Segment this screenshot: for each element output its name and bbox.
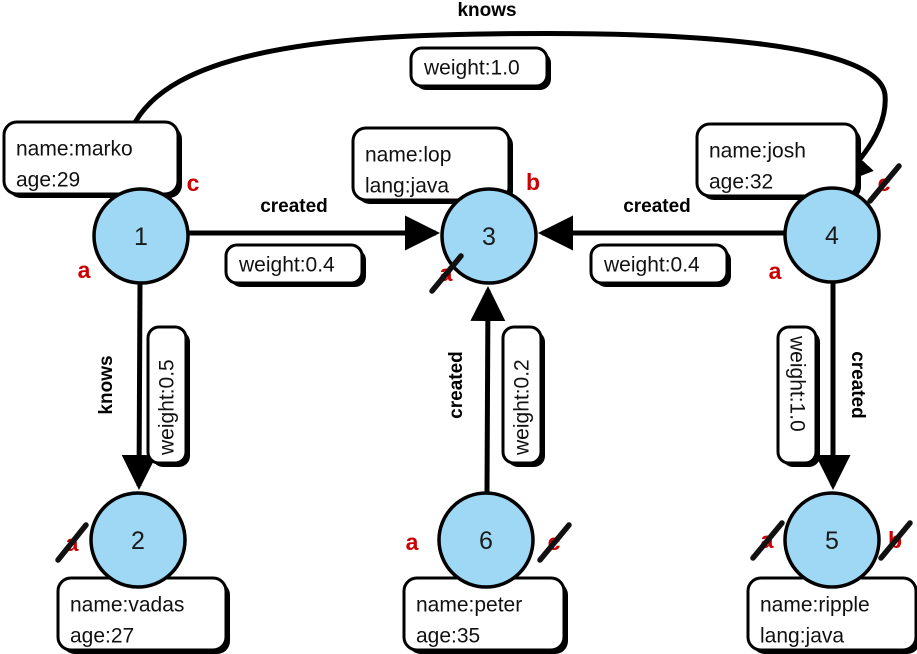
node-property-layer: name:marko age:29 name:lop lang:java nam… (2, 120, 917, 654)
prop-node-1-line-1: name:marko (16, 138, 133, 161)
node-5[interactable]: 5 (783, 491, 881, 589)
marker-node-2-a-struck[interactable]: a (55, 522, 89, 563)
node-2-circle (89, 491, 187, 589)
weight-label-created-6-3: weight:0.2 (511, 359, 534, 456)
edge-type-knows-1-2: knows (96, 355, 117, 414)
prop-node-5-line-2: lang:java (760, 625, 844, 648)
node-6[interactable]: 6 (437, 491, 535, 589)
node-5-circle (783, 491, 881, 589)
node-6-circle (437, 491, 535, 589)
prop-box-node-5[interactable]: name:ripple lang:java (746, 576, 917, 654)
edge-path-knows-1-4 (121, 31, 888, 191)
marker-node-1-c[interactable]: c (186, 169, 201, 197)
weight-label-created-1-3: weight:0.4 (238, 254, 335, 277)
edge-type-created-4-5: created (847, 351, 868, 419)
edge-1-to-4-knows[interactable] (121, 31, 888, 191)
weight-box-created-1-3[interactable]: weight:0.4 (224, 243, 366, 287)
marker-node-3-b[interactable]: b (525, 168, 541, 196)
prop-node-2-line-1: name:vadas (70, 594, 184, 617)
edge-layer (121, 31, 888, 493)
annotation-marker-layer: c a a b a c a (55, 163, 913, 563)
prop-node-6-line-2: age:35 (416, 625, 480, 648)
strikethrough-icon (55, 522, 89, 563)
prop-node-4-line-1: name:josh (709, 140, 806, 163)
prop-box-node-2[interactable]: name:vadas age:27 (56, 576, 230, 654)
strikethrough-icon (537, 522, 572, 563)
marker-letter-a: a (406, 529, 419, 555)
node-1[interactable]: 1 (92, 187, 190, 285)
strikethrough-icon (867, 163, 902, 204)
marker-node-4-a[interactable]: a (768, 257, 783, 285)
weight-label-knows-1-2: weight:0.5 (156, 359, 179, 456)
marker-node-3-a-struck[interactable]: a (429, 253, 464, 294)
prop-node-5-line-1: name:ripple (760, 594, 870, 617)
edge-6-to-3-created[interactable] (470, 286, 506, 493)
edge-type-label-layer: knows created created knows created crea… (94, 0, 870, 421)
node-3-circle (440, 187, 538, 285)
weight-box-created-4-3[interactable]: weight:0.4 (589, 243, 731, 287)
strikethrough-icon (750, 520, 785, 561)
weight-label-knows-1-4: weight:1.0 (423, 57, 520, 80)
prop-node-6-line-1: name:peter (416, 594, 522, 617)
node-5-label: 5 (825, 527, 839, 555)
edge-type-knows-1-4: knows (457, 0, 516, 21)
strikethrough-icon (429, 253, 464, 294)
edge-type-created-6-3: created (446, 351, 467, 419)
node-6-label: 6 (479, 527, 493, 555)
weight-label-created-4-3: weight:0.4 (603, 254, 700, 277)
node-3-label: 3 (482, 223, 496, 251)
marker-node-1-a[interactable]: a (77, 256, 92, 284)
marker-letter-a: a (769, 258, 782, 284)
weight-box-created-4-5[interactable]: weight:1.0 (776, 325, 820, 467)
weight-box-knows-1-4[interactable]: weight:1.0 (409, 46, 551, 90)
prop-box-node-4[interactable]: name:josh age:32 (695, 122, 861, 200)
marker-letter-c: c (187, 170, 200, 196)
marker-node-5-b-struck[interactable]: b (878, 520, 913, 561)
weight-label-created-4-5: weight:1.0 (786, 335, 809, 432)
prop-node-1-line-2: age:29 (16, 169, 80, 192)
prop-box-node-1[interactable]: name:marko age:29 (2, 120, 182, 198)
edge-1-to-2-knows[interactable] (121, 282, 157, 490)
weight-box-created-6-3[interactable]: weight:0.2 (501, 325, 545, 467)
node-1-label: 1 (134, 223, 148, 251)
edge-path-knows-1-2 (121, 282, 157, 490)
marker-letter-a: a (78, 257, 91, 283)
node-layer: 1 2 3 4 5 6 (89, 186, 881, 589)
marker-node-5-a-struck[interactable]: a (750, 520, 785, 561)
prop-node-2-line-2: age:27 (70, 625, 134, 648)
node-4-label: 4 (825, 222, 839, 250)
prop-node-4-line-2: age:32 (709, 171, 773, 194)
edge-weight-layer: weight:1.0 weight:0.4 weight:0.4 weight:… (146, 46, 820, 467)
weight-box-knows-1-2[interactable]: weight:0.5 (146, 325, 190, 467)
marker-letter-b: b (526, 169, 540, 195)
edge-path-created-6-3 (470, 286, 506, 493)
marker-node-6-a[interactable]: a (405, 528, 420, 556)
prop-box-node-3[interactable]: name:lop lang:java (351, 126, 513, 204)
marker-node-6-c-struck[interactable]: c (537, 522, 572, 563)
prop-box-node-6[interactable]: name:peter age:35 (402, 576, 568, 654)
strikethrough-icon (878, 520, 913, 561)
marker-node-4-c-struck[interactable]: c (867, 163, 902, 204)
node-2-label: 2 (131, 527, 145, 555)
edge-type-created-1-3: created (260, 196, 328, 217)
node-2[interactable]: 2 (89, 491, 187, 589)
node-4-circle (783, 186, 881, 284)
node-4[interactable]: 4 (783, 186, 881, 284)
prop-node-3-line-1: name:lop (365, 144, 451, 167)
edge-type-created-4-3: created (623, 196, 691, 217)
prop-node-3-line-2: lang:java (365, 175, 449, 198)
node-3[interactable]: 3 (440, 187, 538, 285)
node-1-circle (92, 187, 190, 285)
